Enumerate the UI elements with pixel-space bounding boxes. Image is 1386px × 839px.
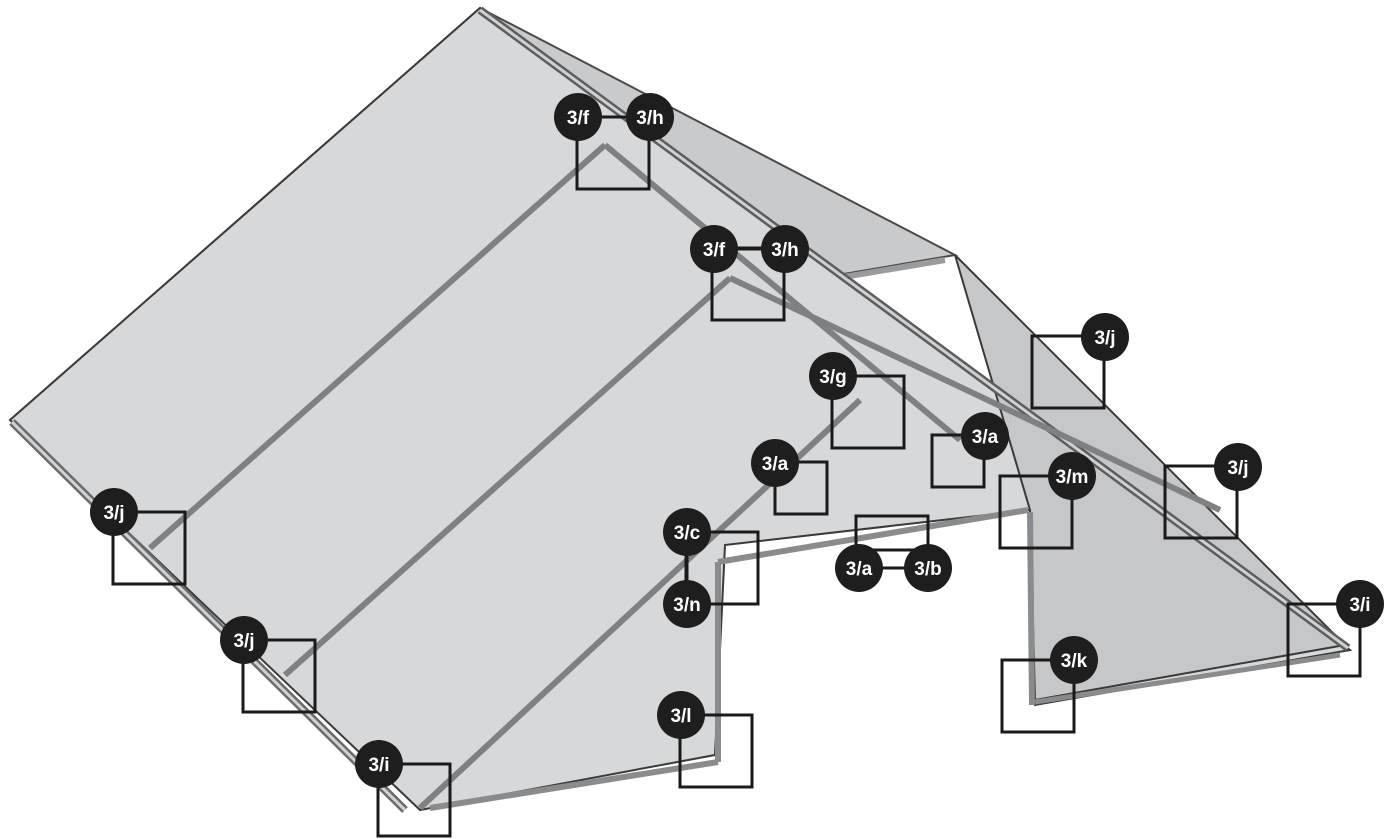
callout-3j-left-top-label: 3/j: [103, 503, 124, 524]
callout-3a-left: 3/a: [751, 439, 799, 487]
callout-3h-mid-label: 3/h: [771, 240, 798, 261]
callout-3c-label: 3/c: [674, 523, 701, 544]
callout-3j-right-top: 3/j: [1081, 313, 1129, 361]
callout-3j-left-mid-label: 3/j: [233, 631, 254, 652]
callout-3h-top: 3/h: [626, 93, 674, 141]
detail-box-3g: [830, 374, 906, 450]
callout-3i-right-label: 3/i: [1349, 595, 1370, 616]
callout-3m: 3/m: [1048, 452, 1096, 500]
callout-3f-mid-label: 3/f: [703, 240, 726, 261]
detail-box-3l: [678, 713, 754, 789]
callout-3a-upper-label: 3/a: [972, 427, 999, 448]
callout-3h-top-label: 3/h: [636, 108, 663, 129]
callout-3a-upper: 3/a: [961, 412, 1009, 460]
detail-box-3j-right-mid: [1163, 464, 1239, 540]
callout-3f-top-label: 3/f: [567, 108, 590, 129]
detail-box-3j-left-mid: [241, 638, 317, 714]
callout-3b: 3/b: [904, 544, 952, 592]
callout-3g-label: 3/g: [819, 367, 846, 388]
callout-3n: 3/n: [663, 580, 711, 628]
callout-3j-right-mid: 3/j: [1214, 443, 1262, 491]
callout-3j-left-top: 3/j: [90, 488, 138, 536]
callout-3i-left-label: 3/i: [368, 755, 389, 776]
callout-3c: 3/c: [663, 508, 711, 556]
door-frame: [429, 507, 1035, 811]
callout-3a-bottom-label: 3/a: [846, 559, 873, 580]
callout-3a-left-label: 3/a: [762, 454, 789, 475]
detail-box-3a-3b: [854, 514, 930, 552]
detail-box-3a-upper: [930, 433, 986, 489]
callout-3a-bottom: 3/a: [835, 544, 883, 592]
callout-3f-mid: 3/f: [690, 225, 738, 273]
callout-3m-label: 3/m: [1056, 467, 1089, 488]
callout-3f-top: 3/f: [554, 93, 602, 141]
callout-3j-left-mid: 3/j: [220, 616, 268, 664]
detail-box-3m: [998, 474, 1074, 550]
callout-3i-right: 3/i: [1336, 580, 1384, 628]
callout-3n-label: 3/n: [673, 595, 700, 616]
callout-3b-label: 3/b: [914, 559, 941, 580]
detail-box-3i-right: [1286, 602, 1362, 678]
callout-3l-label: 3/l: [670, 706, 691, 727]
callout-3j-right-mid-label: 3/j: [1227, 458, 1248, 479]
callout-3l: 3/l: [657, 691, 705, 739]
detail-boxes: [111, 115, 1362, 838]
callout-3k: 3/k: [1050, 636, 1098, 684]
detail-box-3j-left-top: [111, 510, 187, 586]
detail-box-3j-right-top: [1030, 334, 1106, 410]
callout-3g: 3/g: [809, 352, 857, 400]
callout-3k-label: 3/k: [1061, 651, 1088, 672]
callout-3h-mid: 3/h: [761, 225, 809, 273]
callout-badges: 3/f 3/h 3/f 3/h 3/j 3/g 3/a 3/a: [90, 93, 1384, 788]
detail-box-3k: [1000, 658, 1076, 734]
detail-box-3a-left: [773, 460, 829, 516]
callout-3j-right-top-label: 3/j: [1094, 328, 1115, 349]
detail-box-3i-left: [376, 762, 452, 838]
callout-3i-left: 3/i: [355, 740, 403, 788]
